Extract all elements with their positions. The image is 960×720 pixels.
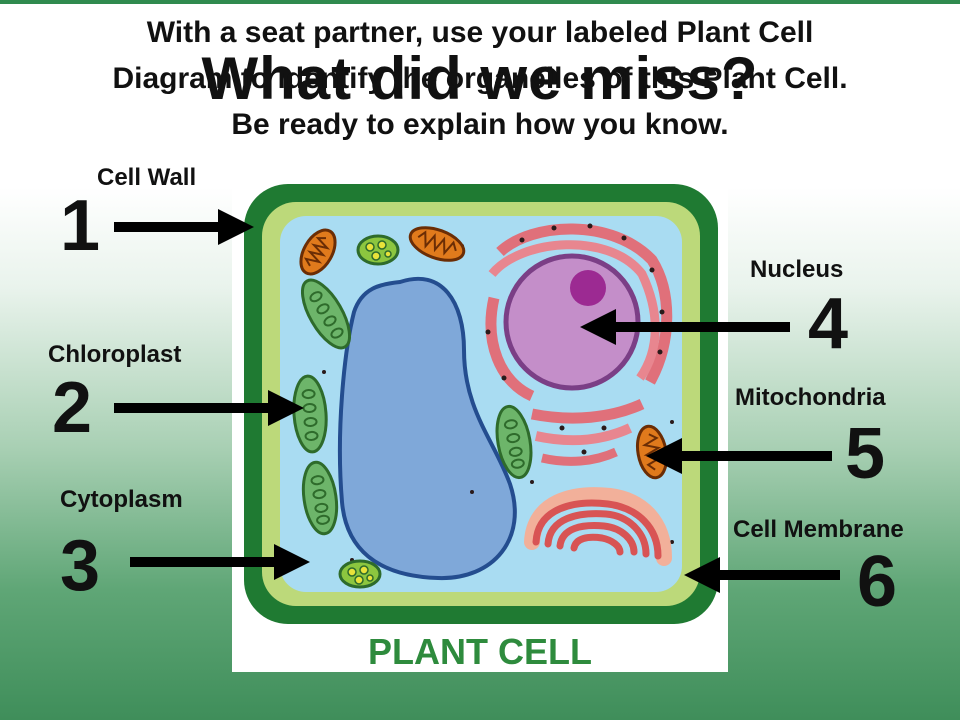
- mitochondrion: [299, 228, 337, 276]
- top-accent-line: [0, 0, 960, 4]
- number-1: 1: [60, 186, 101, 266]
- instruction-line-2: Diagram to identify the organelles of th…: [112, 62, 848, 95]
- label-cell-membrane: Cell Membrane: [733, 516, 904, 543]
- mitochondrion: [408, 226, 466, 262]
- chloroplast: [495, 404, 533, 480]
- chloroplast: [301, 460, 339, 536]
- chloroplast: [300, 278, 352, 350]
- arrow-5: [646, 438, 832, 474]
- arrow-4: [580, 309, 790, 345]
- label-nucleus: Nucleus: [750, 256, 844, 283]
- endoplasmic-reticulum: [485, 223, 673, 466]
- number-2: 2: [52, 368, 93, 448]
- arrow-3: [130, 544, 310, 580]
- plant-cell-diagram: PLANT CELL: [232, 182, 728, 672]
- arrow-1: [114, 209, 254, 245]
- number-6: 6: [857, 542, 898, 622]
- label-cell-wall: Cell Wall: [97, 164, 197, 191]
- arrow-2: [114, 390, 304, 426]
- label-cytoplasm: Cytoplasm: [60, 486, 183, 513]
- number-4: 4: [808, 284, 849, 364]
- chloroplast: [356, 234, 400, 266]
- diagram-caption: PLANT CELL: [368, 631, 592, 672]
- number-3: 3: [60, 526, 101, 606]
- chloroplast: [338, 559, 382, 589]
- number-5: 5: [845, 414, 886, 494]
- instruction-line-3: Be ready to explain how you know.: [231, 108, 729, 141]
- page-title: What did we miss?: [201, 45, 759, 112]
- golgi-apparatus: [524, 487, 672, 566]
- arrow-6: [684, 557, 840, 593]
- label-mitochondria: Mitochondria: [735, 384, 886, 411]
- instruction-line-1: With a seat partner, use your labeled Pl…: [146, 16, 814, 49]
- label-chloroplast: Chloroplast: [48, 341, 182, 368]
- nucleolus: [570, 270, 606, 306]
